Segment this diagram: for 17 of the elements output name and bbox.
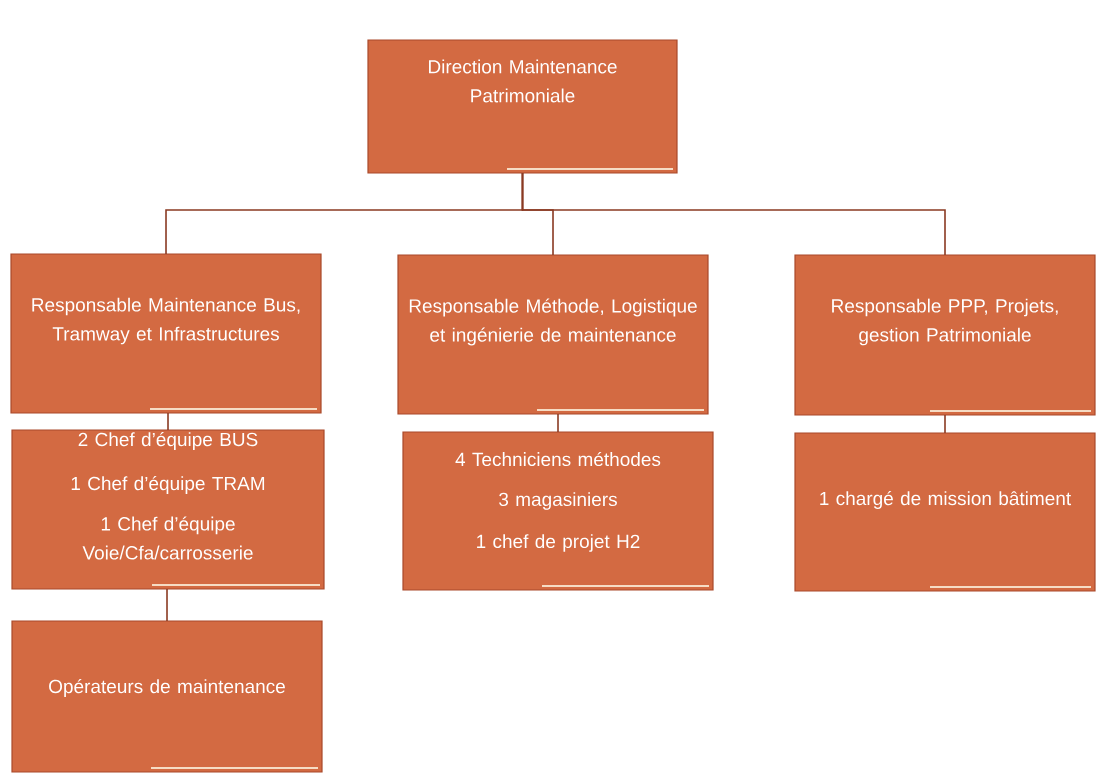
connector-line — [521, 172, 946, 256]
box-text: 3 magasiniers — [499, 492, 617, 510]
box-text: 1 Chef d’équipe Voie/Cfa/carrosserie — [82, 516, 253, 560]
box-text: Responsable PPP, Projets, gestion Patrimoniale — [832, 298, 1058, 346]
box-text: Responsable Maintenance Bus, Tramway et Infrastructures — [32, 297, 300, 345]
box-text: 4 Techniciens méthodes — [455, 451, 661, 467]
connector-line — [944, 414, 946, 434]
box-text: Direction Maintenance Patrimoniale — [429, 59, 617, 103]
box-text: 1 Chef d’équipe TRAM — [71, 476, 265, 494]
connector-line — [557, 413, 559, 433]
box-text: 1 chargé de mission bâtiment — [820, 491, 1071, 509]
box-text: 1 chef de projet H2 — [477, 534, 640, 552]
connector-line — [166, 588, 168, 622]
connector-line — [167, 412, 169, 431]
box-text: Responsable Méthode, Logistique et ingénierie de maintenance — [409, 298, 697, 346]
box-text: Opérateurs de maintenance — [49, 679, 285, 697]
box-text: 2 Chef d’équipe BUS — [78, 432, 258, 450]
